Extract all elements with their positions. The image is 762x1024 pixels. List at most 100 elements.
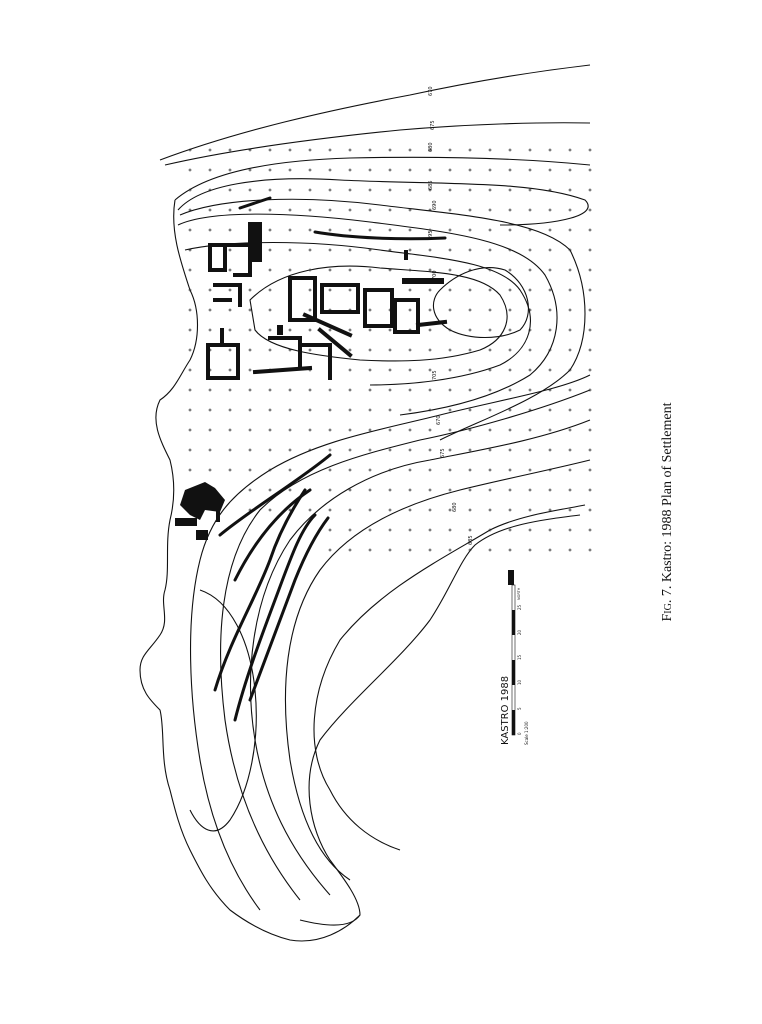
grid-cross	[408, 148, 412, 152]
grid-cross	[568, 428, 572, 432]
grid-cross	[548, 248, 552, 252]
grid-cross	[228, 208, 232, 212]
contour-line	[164, 122, 591, 166]
grid-cross	[188, 188, 192, 192]
grid-cross	[448, 328, 452, 332]
grid-cross	[248, 168, 252, 172]
grid-cross	[408, 388, 412, 392]
grid-cross	[548, 548, 552, 552]
grid-cross	[588, 348, 592, 352]
grid-cross	[508, 548, 512, 552]
grid-cross	[548, 388, 552, 392]
north-arrow-icon	[508, 570, 514, 585]
grid-cross	[528, 468, 532, 472]
grid-cross	[188, 168, 192, 172]
contour-line	[177, 213, 558, 416]
grid-cross	[268, 168, 272, 172]
grid-cross	[388, 508, 392, 512]
grid-cross	[488, 308, 492, 312]
grid-cross	[488, 168, 492, 172]
grid-cross	[368, 528, 372, 532]
grid-cross	[208, 168, 212, 172]
grid-cross	[508, 308, 512, 312]
grid-cross	[528, 488, 532, 492]
grid-cross	[408, 368, 412, 372]
grid-cross	[588, 168, 592, 172]
grid-cross	[528, 308, 532, 312]
grid-cross	[548, 448, 552, 452]
grid-cross	[208, 288, 212, 292]
grid-cross	[268, 488, 272, 492]
grid-cross	[468, 448, 472, 452]
scale-tick-label: 10	[517, 679, 522, 685]
grid-cross	[368, 368, 372, 372]
grid-cross	[508, 148, 512, 152]
grid-cross	[388, 228, 392, 232]
terrace-walls	[213, 196, 447, 722]
grid-cross	[488, 148, 492, 152]
grid-cross	[348, 148, 352, 152]
contour-elevation-label: 680	[452, 502, 458, 512]
grid-cross	[348, 508, 352, 512]
grid-cross	[388, 468, 392, 472]
grid-cross	[588, 528, 592, 532]
grid-cross	[568, 168, 572, 172]
room-wall	[317, 327, 353, 358]
grid-cross	[468, 228, 472, 232]
contour-line-summit	[432, 267, 529, 338]
grid-cross	[468, 468, 472, 472]
grid-cross	[348, 288, 352, 292]
grid-cross	[588, 208, 592, 212]
grid-cross	[548, 208, 552, 212]
grid-cross	[388, 368, 392, 372]
grid-cross	[328, 288, 332, 292]
grid-cross	[568, 468, 572, 472]
grid-cross	[448, 388, 452, 392]
contour-line	[313, 504, 586, 851]
grid-cross	[288, 268, 292, 272]
grid-cross	[228, 248, 232, 252]
contour-line	[179, 198, 586, 441]
grid-cross	[488, 488, 492, 492]
grid-cross	[548, 328, 552, 332]
grid-cross	[468, 368, 472, 372]
scale-tick-label: 15	[517, 654, 522, 660]
grid-cross	[428, 208, 432, 212]
grid-cross	[488, 268, 492, 272]
grid-cross	[448, 408, 452, 412]
grid-cross	[488, 548, 492, 552]
grid-cross	[208, 188, 212, 192]
grid-cross	[308, 448, 312, 452]
grid-cross	[528, 548, 532, 552]
grid-cross	[428, 288, 432, 292]
grid-cross	[288, 248, 292, 252]
grid-cross	[188, 148, 192, 152]
grid-cross	[368, 328, 372, 332]
grid-cross	[368, 488, 372, 492]
grid-cross	[488, 508, 492, 512]
grid-cross	[228, 308, 232, 312]
terrace-wall	[233, 513, 317, 722]
grid-cross	[428, 448, 432, 452]
grid-cross	[548, 468, 552, 472]
grid-cross	[508, 208, 512, 212]
contour-lines	[139, 64, 591, 942]
room-wall	[415, 319, 448, 328]
grid-cross	[448, 368, 452, 372]
grid-cross	[388, 268, 392, 272]
grid-cross	[368, 408, 372, 412]
grid-cross	[568, 228, 572, 232]
terrace-wall	[213, 488, 307, 692]
grid-cross	[548, 348, 552, 352]
grid-cross	[268, 508, 272, 512]
grid-cross	[348, 488, 352, 492]
grid-cross	[568, 188, 572, 192]
grid-cross	[568, 388, 572, 392]
grid-cross	[288, 228, 292, 232]
grid-cross	[248, 408, 252, 412]
grid-cross	[488, 188, 492, 192]
room-wall	[203, 506, 220, 522]
grid-cross	[348, 248, 352, 252]
grid-cross	[248, 308, 252, 312]
